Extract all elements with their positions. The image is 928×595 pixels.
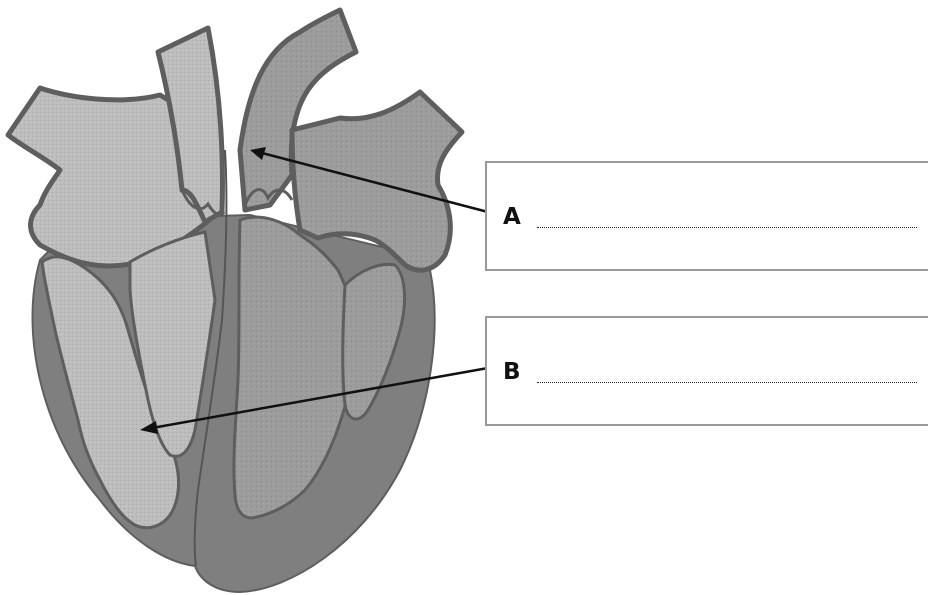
answer-box-b: B [485, 316, 928, 426]
answer-line-a[interactable] [537, 227, 917, 228]
label-a: A [503, 204, 521, 230]
answer-line-b[interactable] [537, 382, 917, 383]
answer-box-a: A [485, 161, 928, 271]
label-b: B [503, 359, 521, 385]
